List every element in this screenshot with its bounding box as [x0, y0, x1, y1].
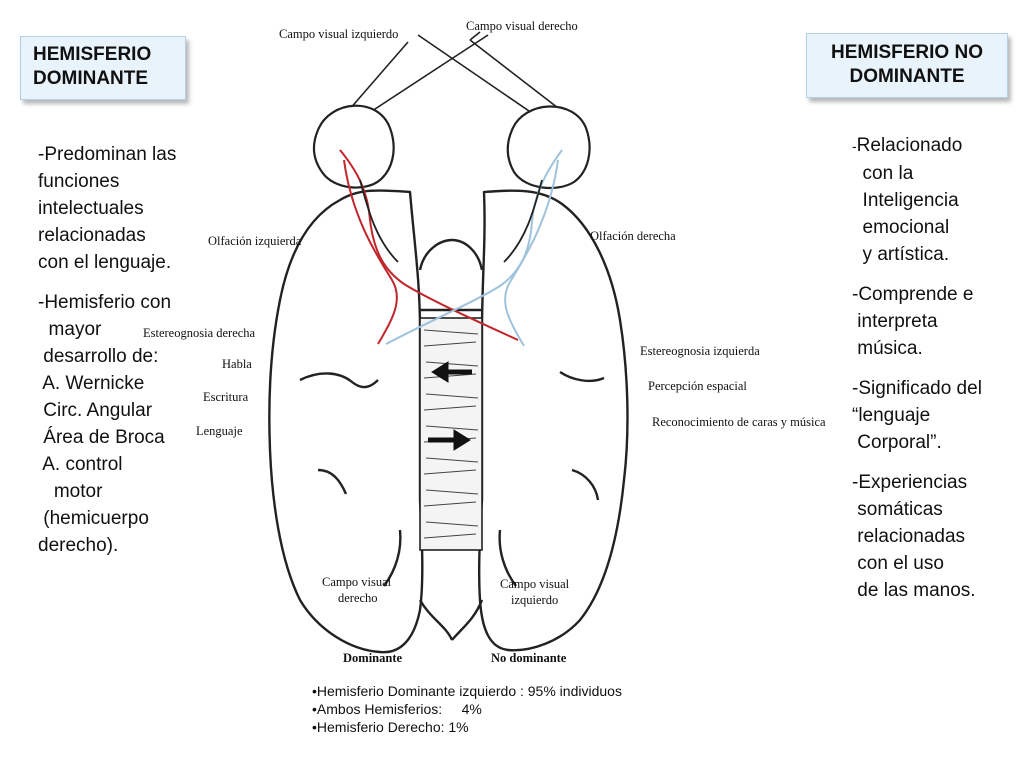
- label-habla: Habla: [222, 357, 252, 371]
- text-line: somáticas: [852, 499, 943, 520]
- label-reconocimiento: Reconocimiento de caras y música: [652, 415, 826, 429]
- left-eye: [312, 104, 395, 189]
- visual-field-lines: [340, 31, 572, 132]
- text-line: de las manos.: [852, 580, 976, 601]
- label-lenguaje: Lenguaje: [196, 424, 243, 438]
- hemisphere-statistics: •Hemisferio Dominante izquierdo : 95% in…: [312, 682, 622, 736]
- text-line: -Comprende e: [852, 284, 974, 305]
- label-escritura: Escritura: [203, 390, 249, 404]
- text-line: con el lenguaje.: [38, 252, 172, 273]
- non-dominant-hemisphere-box: HEMISFERIO NO DOMINANTE: [806, 33, 1008, 98]
- transfer-arrows: [428, 361, 472, 451]
- label-line: Campo visual: [322, 575, 392, 589]
- text-line: música.: [852, 338, 923, 359]
- text-line: interpreta: [852, 311, 938, 332]
- text-line: intelectuales: [38, 198, 144, 219]
- text-line: relacionadas: [852, 526, 966, 547]
- text-line: -Hemisferio con: [38, 292, 172, 313]
- text-line: -Predominan las: [38, 144, 177, 165]
- text-line: Corporal”.: [852, 432, 942, 453]
- text-line: A. control: [38, 454, 123, 475]
- stat-line: •Hemisferio Derecho: 1%: [312, 719, 469, 735]
- text-line: -Significado del: [852, 378, 982, 399]
- text-line: A. Wernicke: [38, 373, 145, 394]
- box-title-line: DOMINANTE: [849, 66, 965, 87]
- stat-line: •Ambos Hemisferios: 4%: [312, 701, 482, 717]
- right-eye: [506, 105, 591, 189]
- text-line: Área de Broca: [38, 427, 165, 448]
- label-olfacion-izquierda: Olfación izquierda: [208, 234, 302, 248]
- text-line: y artística.: [852, 244, 950, 265]
- box-title-line: HEMISFERIO NO: [830, 42, 983, 63]
- label-percepcion-espacial: Percepción espacial: [648, 379, 747, 393]
- label-olfacion-derecha: Olfación derecha: [590, 229, 676, 243]
- text-line: funciones: [38, 171, 120, 192]
- label-no-dominante: No dominante: [491, 651, 567, 665]
- brain-outline: [268, 189, 629, 654]
- text-line: emocional: [852, 217, 950, 238]
- label-estereognosia-izquierda: Estereognosia izquierda: [640, 344, 760, 358]
- corpus-callosum: [419, 317, 483, 551]
- label-campo-visual-derecho-lower: Campo visual derecho: [322, 575, 394, 605]
- text-line: “lenguaje: [852, 405, 931, 426]
- text-line: (hemicuerpo: [38, 508, 149, 529]
- label-line: Campo visual: [500, 577, 570, 591]
- box-title-line: DOMINANTE: [33, 68, 149, 89]
- text-line: con el uso: [852, 553, 944, 574]
- text-line: relacionadas: [38, 225, 146, 246]
- label-campo-visual-izquierdo-lower: Campo visual izquierdo: [500, 577, 572, 607]
- dominant-hemisphere-box: HEMISFERIO DOMINANTE: [20, 36, 186, 100]
- text-line: con la: [852, 163, 914, 184]
- label-campo-visual-derecho: Campo visual derecho: [466, 19, 578, 33]
- text-line: derecho).: [38, 535, 119, 556]
- text-line: desarrollo de:: [38, 346, 159, 367]
- text-line: motor: [38, 481, 103, 502]
- stat-line: •Hemisferio Dominante izquierdo : 95% in…: [312, 683, 622, 699]
- non-dominant-hemisphere-text: -Relacionado con la Inteligencia emocion…: [852, 132, 1017, 604]
- label-line: derecho: [338, 591, 378, 605]
- dash: -: [852, 138, 857, 154]
- optic-path-blue: [385, 149, 563, 347]
- label-dominante: Dominante: [343, 651, 402, 665]
- text-fragment: Relacionado: [856, 135, 963, 156]
- label-campo-visual-izquierdo: Campo visual izquierdo: [279, 27, 398, 41]
- dominant-hemisphere-text: -Predominan las funciones intelectuales …: [38, 141, 188, 559]
- text-line: Circ. Angular: [38, 400, 153, 421]
- optic-path-outline: [359, 179, 543, 263]
- text-line: Inteligencia: [852, 190, 959, 211]
- text-line: -Relacionado: [852, 132, 1017, 160]
- text-line: -Experiencias: [852, 472, 968, 493]
- text-line: mayor: [38, 319, 102, 340]
- box-title-line: HEMISFERIO: [33, 44, 152, 65]
- optic-path-red: [339, 149, 519, 345]
- label-line: izquierdo: [511, 593, 558, 607]
